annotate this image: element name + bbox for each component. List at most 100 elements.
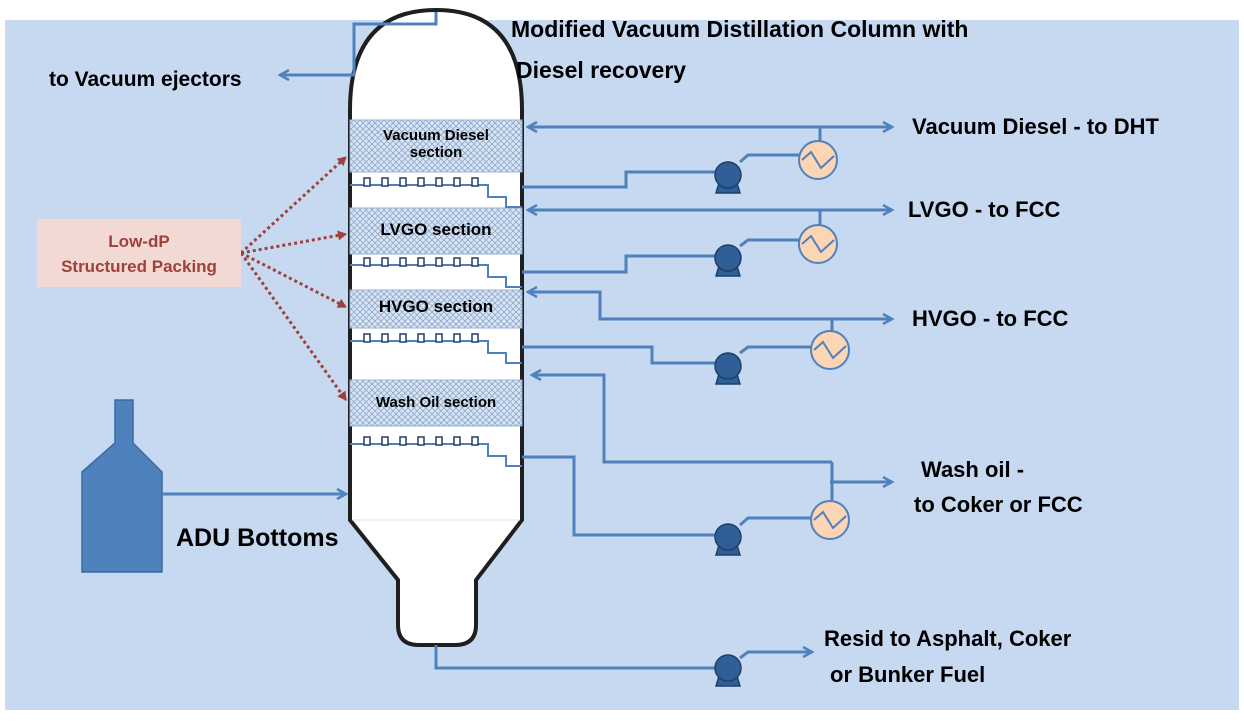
packing-bed-lvgo <box>349 207 523 255</box>
pump-discharge-wash-oil <box>739 516 812 527</box>
tray-cap <box>453 333 461 343</box>
tray-line <box>350 264 522 288</box>
packing-arrow-wash-oil <box>239 252 348 401</box>
pump-body <box>714 161 742 189</box>
pump-body <box>714 654 742 682</box>
pump-body <box>714 244 742 272</box>
packing-arrow-hvgo <box>240 251 347 309</box>
output-label-resid-line-1: Resid to Asphalt, Coker <box>824 626 1072 651</box>
output-label-vacuum-diesel: Vacuum Diesel - to DHT <box>912 114 1159 139</box>
heat-exchanger-shell <box>810 500 850 540</box>
section-label-wash-oil: Wash Oil section <box>375 394 497 411</box>
heat-exchanger-wash-oil-icon <box>810 500 850 540</box>
tray-cap <box>453 436 461 446</box>
pumps <box>714 161 742 687</box>
adu-bottoms-label: ADU Bottoms <box>176 524 339 552</box>
reflux-line-wash-oil <box>532 375 832 464</box>
tray-cap <box>381 333 389 343</box>
tray-cap <box>453 177 461 187</box>
tray-cap <box>471 257 479 267</box>
diagram-title-line-1: Modified Vacuum Distillation Column with <box>511 16 969 42</box>
output-label-wash-oil-line-2: to Coker or FCC <box>914 492 1083 517</box>
packing-bed-vacuum-diesel <box>349 119 523 173</box>
draw-line-resid <box>434 645 716 670</box>
pump-hvgo-icon <box>714 352 742 385</box>
pump-discharge-resid <box>739 652 812 660</box>
pump-discharge-hvgo <box>739 345 812 355</box>
diagram-title-line-2: Diesel recovery <box>516 57 687 83</box>
output-label-hvgo: HVGO - to FCC <box>912 306 1069 331</box>
heat-exchanger-shell <box>810 330 850 370</box>
tray-cap <box>417 257 425 267</box>
tray-cap <box>363 177 371 187</box>
section-label-vacuum-diesel: Vacuum Diesel section <box>350 127 522 162</box>
tray-cap <box>435 333 443 343</box>
packing-label: Low-dP Structured Packing <box>37 229 241 279</box>
heat-exchanger-coil <box>801 150 835 170</box>
heat-exchanger-coil <box>813 510 847 530</box>
pump-body <box>714 352 742 380</box>
pump-body <box>714 523 742 551</box>
tray-vacuum-diesel <box>350 177 522 208</box>
heat-exchanger-shell <box>798 224 838 264</box>
packing-pointer-arrows <box>239 155 348 401</box>
section-label-vacuum-diesel-line-2: section <box>409 144 463 162</box>
heat-exchangers <box>798 140 850 540</box>
pump-lvgo-icon <box>714 244 742 277</box>
packing-label-line-1: Low-dP <box>108 232 170 251</box>
heat-exchanger-hvgo-icon <box>810 330 850 370</box>
tray-cap <box>417 177 425 187</box>
draw-line-hvgo <box>522 345 716 365</box>
tray-cap <box>399 177 407 187</box>
section-label-vacuum-diesel-line-1: Vacuum Diesel <box>383 127 489 144</box>
section-label-hvgo: HVGO section <box>378 297 494 316</box>
heat-exchanger-coil <box>801 234 835 254</box>
tray-cap <box>363 436 371 446</box>
output-label-wash-oil-line-1: Wash oil - <box>921 457 1025 482</box>
tray-cap <box>363 333 371 343</box>
tray-cap <box>471 333 479 343</box>
tray-cap <box>435 257 443 267</box>
heat-exchanger-lvgo-icon <box>798 224 838 264</box>
tray-cap <box>453 257 461 267</box>
draw-line-wash-oil <box>522 455 716 537</box>
reflux-line-hvgo <box>528 292 832 321</box>
pump-resid-icon <box>714 654 742 687</box>
packing-label-box <box>37 219 241 287</box>
vacuum-ejector-pipe <box>280 12 438 75</box>
section-label-lvgo: LVGO section <box>380 220 492 239</box>
tray-cap <box>471 436 479 446</box>
pump-vacuum-diesel-icon <box>714 161 742 194</box>
adu-feed-tank <box>81 399 163 573</box>
draw-off-trays <box>350 177 522 467</box>
tray-hvgo <box>350 333 522 364</box>
tray-wash-oil <box>350 436 522 467</box>
draw-line-lvgo <box>522 254 716 274</box>
tray-lvgo <box>350 257 522 288</box>
heat-exchanger-vacuum-diesel-icon <box>798 140 838 180</box>
tray-cap <box>381 177 389 187</box>
vacuum-ejectors-label: to Vacuum ejectors <box>49 68 242 91</box>
heat-exchanger-shell <box>798 140 838 180</box>
output-label-lvgo: LVGO - to FCC <box>908 197 1061 222</box>
tray-cap <box>435 177 443 187</box>
tray-cap <box>399 436 407 446</box>
draw-line-vacuum-diesel <box>522 170 716 189</box>
tray-cap <box>471 177 479 187</box>
tray-line <box>350 184 522 208</box>
tray-cap <box>363 257 371 267</box>
tray-cap <box>417 333 425 343</box>
tray-line <box>350 340 522 364</box>
tray-cap <box>381 436 389 446</box>
diagram-background <box>5 20 1239 710</box>
pump-wash-oil-icon <box>714 523 742 556</box>
tray-cap <box>435 436 443 446</box>
packing-label-line-2: Structured Packing <box>61 257 217 276</box>
tray-line <box>350 443 522 467</box>
output-label-resid-line-2: or Bunker Fuel <box>830 662 986 687</box>
packing-bed-hvgo <box>349 289 523 329</box>
tray-cap <box>381 257 389 267</box>
packing-bed-wash-oil <box>349 379 523 427</box>
tray-cap <box>399 257 407 267</box>
